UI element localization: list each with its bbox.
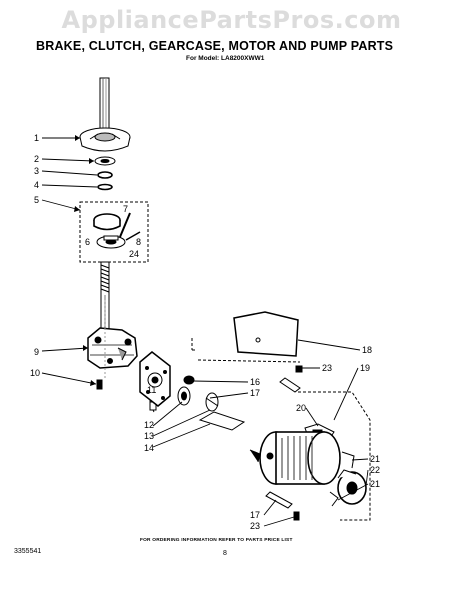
callout-labels: 1 2 3 4 5 6 7 8 24 9 10 11 12 13 14 16 1… bbox=[30, 133, 380, 531]
diagram-title: BRAKE, CLUTCH, GEARCASE, MOTOR AND PUMP … bbox=[36, 39, 394, 53]
page-number: 8 bbox=[223, 550, 227, 557]
callout-17b: 17 bbox=[250, 510, 260, 520]
callout-21: 21 bbox=[370, 454, 380, 464]
part-5-clutch-assembly bbox=[93, 212, 141, 249]
part-2-washer bbox=[94, 156, 116, 166]
callout-3: 3 bbox=[34, 166, 39, 176]
callout-16: 16 bbox=[250, 377, 260, 387]
model-subtitle: For Model: LA8200XWW1 bbox=[186, 55, 265, 62]
callout-1: 1 bbox=[34, 133, 39, 143]
callout-4: 4 bbox=[34, 180, 39, 190]
callout-7: 7 bbox=[123, 204, 128, 214]
part-10-bolt bbox=[96, 379, 103, 390]
callout-11: 11 bbox=[147, 385, 156, 395]
leader-lines bbox=[41, 137, 369, 527]
part-13-coupling bbox=[205, 392, 219, 412]
motor-bracket-dashed bbox=[191, 338, 371, 521]
callout-5: 5 bbox=[34, 195, 39, 205]
callout-21b: 21 bbox=[370, 479, 380, 489]
callout-20: 20 bbox=[296, 403, 306, 413]
callout-8: 8 bbox=[136, 237, 141, 247]
part-21-clip-bottom bbox=[329, 491, 339, 507]
part-9-gearcase bbox=[87, 327, 138, 369]
part-16-coupler bbox=[183, 375, 195, 385]
callout-10: 10 bbox=[30, 368, 40, 378]
part-17-bracket-top bbox=[279, 377, 301, 393]
callout-9: 9 bbox=[34, 347, 39, 357]
part-12-coupling bbox=[177, 386, 191, 406]
watermark: AppliancePartsPros.com bbox=[61, 6, 402, 34]
callout-23: 23 bbox=[322, 363, 332, 373]
callout-23b: 23 bbox=[250, 521, 260, 531]
part-1-brake-cone bbox=[79, 127, 131, 152]
callout-22: 22 bbox=[370, 465, 380, 475]
part-21-clip-top bbox=[341, 451, 355, 469]
callout-6: 6 bbox=[85, 237, 90, 247]
clutch-assembly-box bbox=[79, 201, 149, 263]
drive-shaft bbox=[100, 261, 110, 331]
callout-17: 17 bbox=[250, 388, 260, 398]
part-23-screw-top bbox=[295, 365, 303, 373]
callout-12: 12 bbox=[144, 420, 154, 430]
part-3-ring bbox=[97, 171, 113, 179]
brake-shaft bbox=[99, 77, 110, 134]
callout-18: 18 bbox=[362, 345, 372, 355]
part-18-shield bbox=[233, 311, 299, 357]
part-17-bracket-bottom bbox=[265, 491, 293, 509]
callout-24: 24 bbox=[129, 249, 139, 259]
callout-2: 2 bbox=[34, 154, 39, 164]
callout-13: 13 bbox=[144, 431, 154, 441]
callout-14: 14 bbox=[144, 443, 154, 453]
document-part-number: 3355541 bbox=[14, 548, 42, 555]
ordering-note: FOR ORDERING INFORMATION REFER TO PARTS … bbox=[140, 538, 293, 543]
part-14-pad bbox=[198, 411, 246, 431]
motor-mount-plate bbox=[139, 351, 171, 407]
part-19-motor bbox=[249, 431, 341, 485]
arrowheads bbox=[74, 135, 96, 386]
callout-19: 19 bbox=[360, 363, 370, 373]
part-4-spacer bbox=[97, 183, 113, 191]
part-23-screw-bottom bbox=[293, 511, 300, 521]
